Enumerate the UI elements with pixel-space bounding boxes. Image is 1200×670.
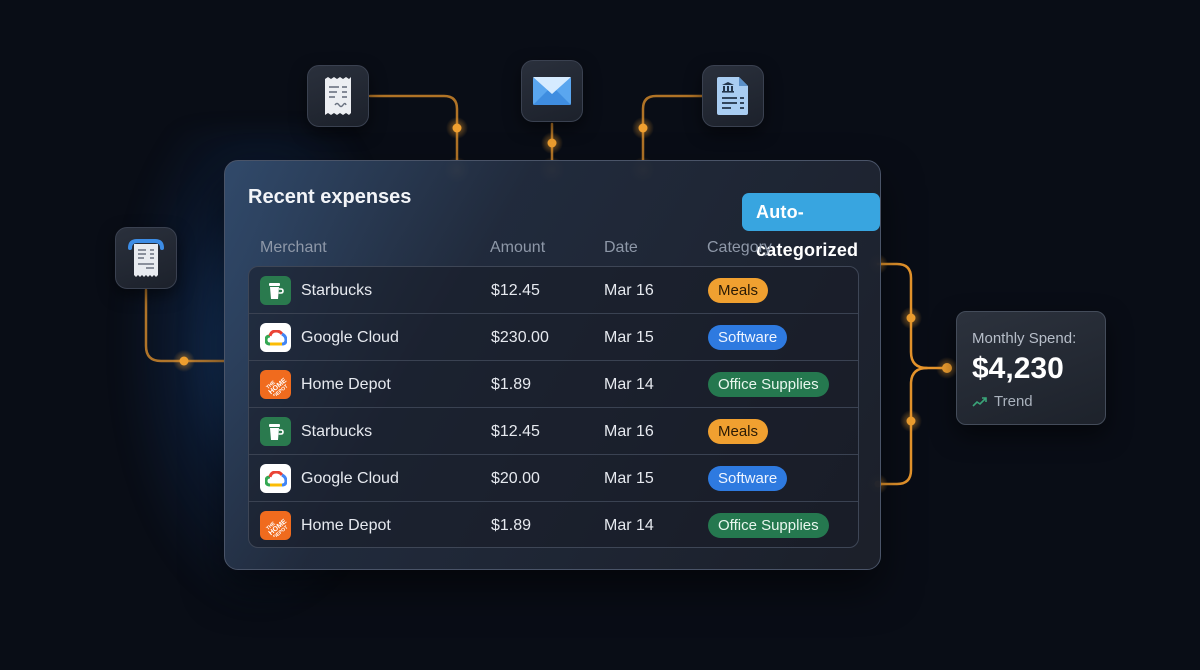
category-pill-office-supplies[interactable]: Office Supplies	[708, 372, 829, 397]
svg-text:THE: THE	[265, 379, 277, 390]
merchant-name: Home Depot	[301, 376, 391, 393]
category-pill-software[interactable]: Software	[708, 466, 788, 491]
amount: $12.45	[491, 423, 540, 440]
svg-text:THE: THE	[265, 520, 277, 531]
amount: $1.89	[491, 376, 532, 393]
amount: $1.89	[491, 517, 532, 534]
receipt-icon	[325, 77, 351, 115]
bank-document-icon	[717, 77, 748, 115]
receipt-printer-source-button[interactable]	[115, 227, 177, 289]
table-row[interactable]: Google Cloud $20.00 Mar 15 Software	[249, 455, 858, 502]
monthly-spend-card[interactable]: Monthly Spend: $4,230 Trend	[956, 311, 1106, 425]
category-pill-software[interactable]: Software	[708, 325, 788, 350]
google-cloud-logo-icon	[260, 464, 291, 493]
receipt-printer-icon	[128, 239, 164, 277]
trend-up-icon	[972, 396, 987, 407]
category-pill-meals[interactable]: Meals	[708, 419, 769, 444]
date: Mar 16	[604, 423, 654, 440]
email-source-button[interactable]	[521, 60, 583, 122]
merchant-name: Starbucks	[301, 423, 373, 440]
merchant-name: Google Cloud	[301, 329, 399, 346]
auto-categorized-badge: Auto-categorized	[742, 193, 880, 260]
column-header-amount[interactable]: Amount	[490, 239, 546, 256]
amount: $230.00	[491, 329, 549, 346]
merchant-name: Starbucks	[301, 282, 373, 299]
date: Mar 14	[604, 517, 654, 534]
expenses-table: Starbucks $12.45 Mar 16 Meals Google Clo…	[248, 266, 859, 548]
trend-indicator: Trend	[972, 393, 1033, 410]
table-row[interactable]: Starbucks $12.45 Mar 16 Meals	[249, 267, 858, 314]
date: Mar 14	[604, 376, 654, 393]
category-pill-meals[interactable]: Meals	[708, 278, 769, 303]
date: Mar 16	[604, 282, 654, 299]
bank-document-source-button[interactable]	[702, 65, 764, 127]
category-pill-office-supplies[interactable]: Office Supplies	[708, 513, 829, 538]
table-row[interactable]: Google Cloud $230.00 Mar 15 Software	[249, 314, 858, 361]
recent-expenses-card: Recent expenses Auto-categorized Merchan…	[224, 160, 881, 570]
amount: $20.00	[491, 470, 540, 487]
google-cloud-logo-icon	[260, 323, 291, 352]
column-header-category[interactable]: Category	[707, 239, 772, 256]
column-header-date[interactable]: Date	[604, 239, 638, 256]
monthly-spend-value: $4,230	[972, 352, 1064, 385]
column-header-merchant[interactable]: Merchant	[260, 239, 327, 256]
amount: $12.45	[491, 282, 540, 299]
monthly-spend-label: Monthly Spend:	[972, 330, 1077, 347]
merchant-name: Google Cloud	[301, 470, 399, 487]
date: Mar 15	[604, 329, 654, 346]
trend-label: Trend	[994, 393, 1033, 410]
card-title: Recent expenses	[248, 186, 412, 208]
email-icon	[533, 77, 571, 105]
starbucks-logo-icon	[260, 276, 291, 305]
merchant-name: Home Depot	[301, 517, 391, 534]
starbucks-logo-icon	[260, 417, 291, 446]
table-row[interactable]: Starbucks $12.45 Mar 16 Meals	[249, 408, 858, 455]
receipt-source-button[interactable]	[307, 65, 369, 127]
date: Mar 15	[604, 470, 654, 487]
